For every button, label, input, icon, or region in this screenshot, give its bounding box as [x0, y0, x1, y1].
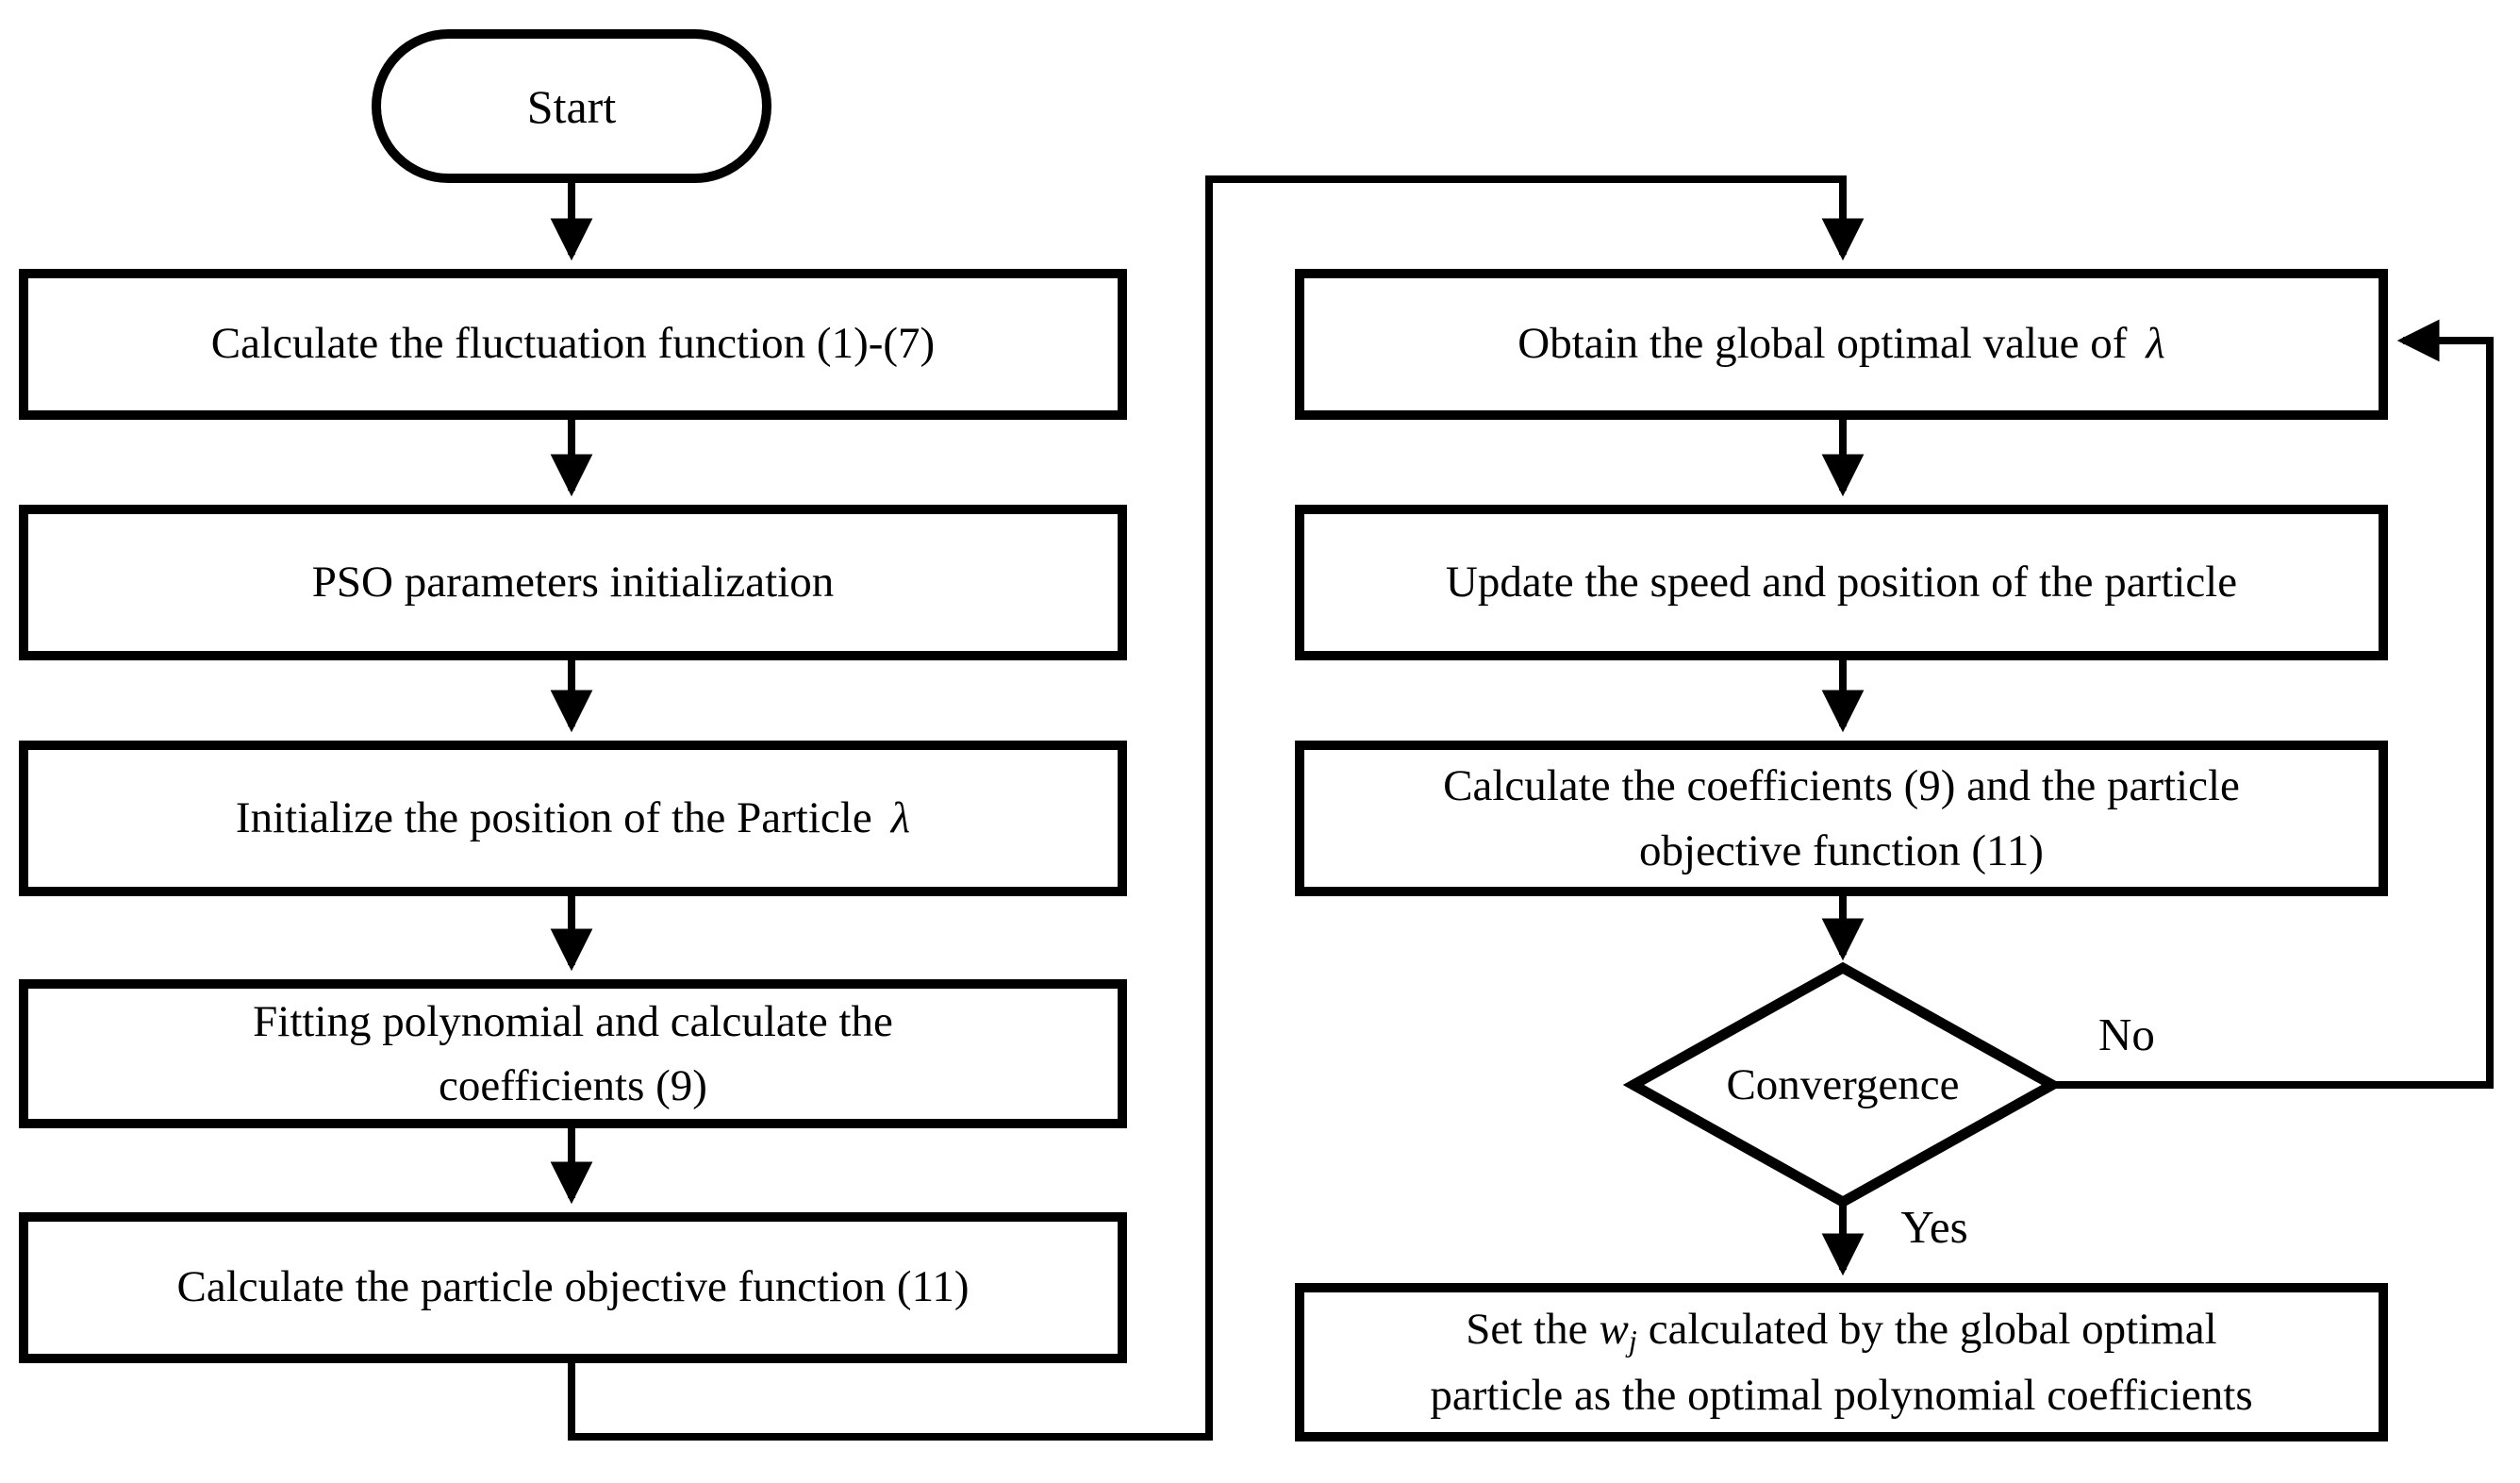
node-set-optimal-coefficients-line2: particle as the optimal polynomial coeff… — [1430, 1371, 2253, 1421]
node-calculate-fluctuation: Calculate the fluctuation function (1)-(… — [19, 269, 1127, 420]
node-fitting-polynomial: Fitting polynomial and calculate the coe… — [19, 979, 1127, 1128]
set-w-pre-text: Set the — [1466, 1304, 1588, 1354]
node-convergence-label: Convergence — [1726, 1060, 1960, 1109]
node-calculate-coefficients-objective: Calculate the coefficients (9) and the p… — [1295, 741, 2388, 896]
edge-convergence-no-loop — [2052, 319, 2494, 1089]
convergence-diamond-shape — [1622, 961, 2064, 1208]
node-initialize-particle-position-label: Initialize the position of the Particle λ — [236, 785, 910, 852]
node-pso-parameters-init: PSO parameters initialization — [19, 505, 1127, 660]
node-update-speed-position-label: Update the speed and position of the par… — [1445, 557, 2238, 607]
node-calculate-coefficients-objective-line1: Calculate the coefficients (9) and the p… — [1443, 761, 2240, 811]
obtain-global-text: Obtain the global optimal value of — [1517, 319, 2128, 369]
node-calculate-particle-objective: Calculate the particle objective functio… — [19, 1212, 1127, 1363]
lambda-symbol: λ — [890, 792, 911, 842]
edge-label-yes: Yes — [1900, 1201, 1968, 1253]
w-variable: w — [1599, 1304, 1629, 1354]
initialize-particle-text: Initialize the position of the Particle — [235, 792, 872, 842]
w-subscript-j: j — [1628, 1324, 1637, 1358]
node-start-label: Start — [526, 79, 617, 133]
node-pso-parameters-init-label: PSO parameters initialization — [311, 557, 835, 607]
node-initialize-particle-position: Initialize the position of the Particle λ — [19, 741, 1127, 896]
node-convergence-decision: Convergence — [1654, 1057, 2031, 1113]
set-w-post-text: calculated by the global optimal — [1648, 1304, 2217, 1354]
node-obtain-global-optimal: Obtain the global optimal value of λ — [1295, 269, 2388, 420]
node-calculate-fluctuation-label: Calculate the fluctuation function (1)-(… — [210, 319, 936, 369]
edge-label-no: No — [2098, 1008, 2155, 1060]
node-start: Start — [372, 29, 771, 183]
edge-objective-to-obtainglobal-connector — [568, 175, 1865, 1441]
node-fitting-polynomial-line1: Fitting polynomial and calculate the — [253, 996, 893, 1046]
node-obtain-global-optimal-label: Obtain the global optimal value of λ — [1517, 310, 2164, 377]
lambda-symbol: λ — [2146, 319, 2165, 369]
node-fitting-polynomial-line2: coefficients (9) — [439, 1061, 707, 1110]
node-calculate-particle-objective-label: Calculate the particle objective functio… — [176, 1262, 970, 1312]
node-calculate-coefficients-objective-line2: objective function (11) — [1639, 825, 2044, 875]
node-update-speed-position: Update the speed and position of the par… — [1295, 505, 2388, 660]
